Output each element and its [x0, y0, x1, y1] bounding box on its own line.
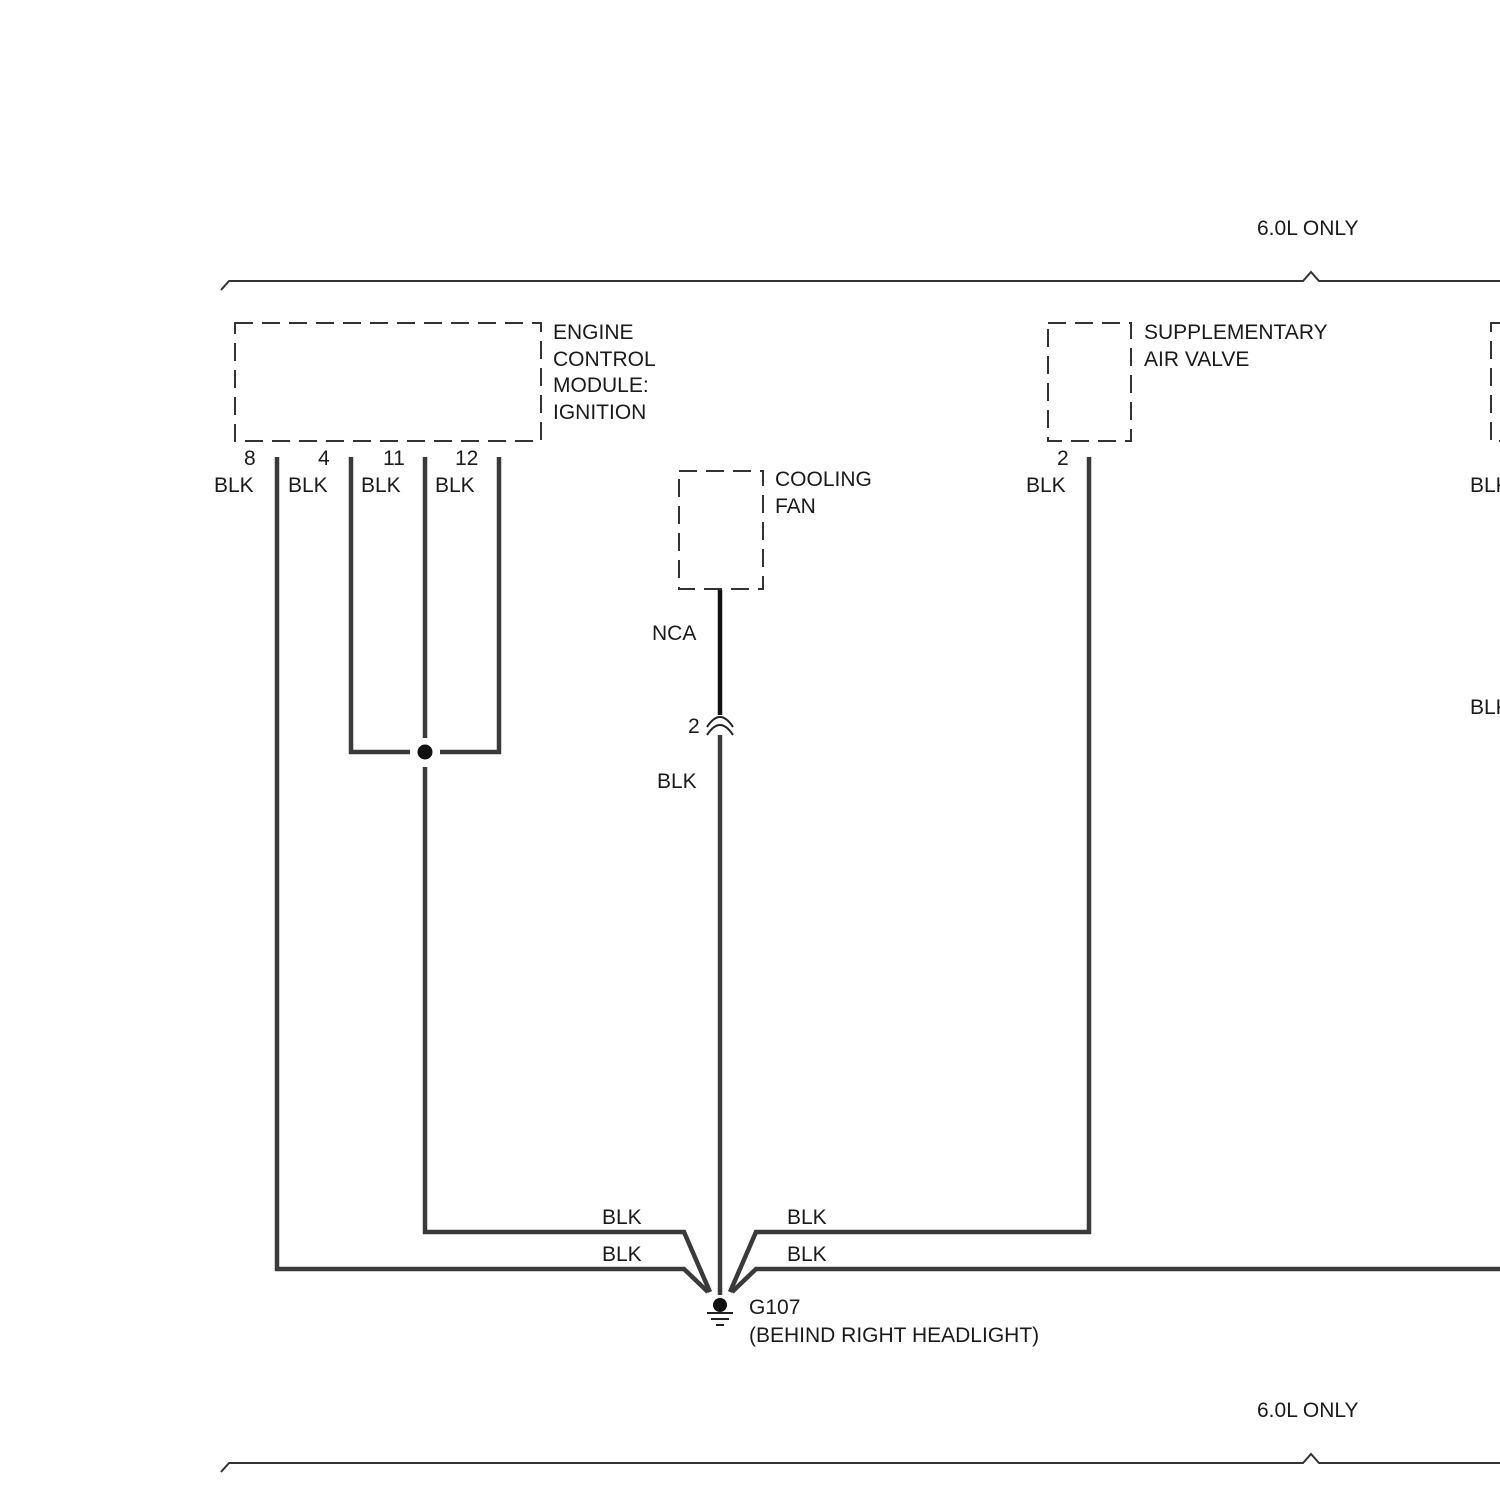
ecm-pin-12: 12 — [455, 447, 478, 470]
ecm-wire-4-color: BLK — [288, 474, 328, 497]
ground-right-upper-wire-color: BLK — [787, 1206, 827, 1229]
wire-offpage-to-ground — [732, 1269, 1500, 1292]
offpage-component-box-partial — [1491, 323, 1500, 441]
offpage-upper-wire-color: BLK — [1470, 474, 1500, 497]
ecm-pin-8: 8 — [244, 447, 256, 470]
inline-connector-symbol — [707, 717, 733, 735]
cooling-fan-upper-wire-color: NCA — [652, 622, 696, 645]
supplementary-air-valve-label: SUPPLEMENTARY AIR VALVE — [1144, 321, 1333, 371]
ecm-wire-8-color: BLK — [214, 474, 254, 497]
ground-icon — [707, 1298, 733, 1325]
cooling-fan-label-line-1: COOLING — [775, 468, 872, 491]
ground-id: G107 — [749, 1296, 800, 1319]
cooling-fan-label: COOLING FAN — [775, 468, 878, 518]
offpage-lower-wire-color: BLK — [1470, 696, 1500, 719]
wire-ecm-4 — [351, 457, 410, 752]
wire-ecm-12 — [440, 457, 499, 752]
cooling-fan-component-box — [679, 471, 763, 589]
wire-ecm-8-to-ground — [277, 457, 708, 1292]
ecm-pin-4: 4 — [318, 447, 330, 470]
supplementary-air-valve-label-line-2: AIR VALVE — [1144, 348, 1249, 371]
ecm-label-line-1: ENGINE — [553, 321, 634, 344]
ecm-label-line-4: IGNITION — [553, 401, 646, 424]
ecm-label-line-2: CONTROL — [553, 348, 655, 371]
supplementary-air-valve-pin-2: 2 — [1057, 447, 1069, 470]
ecm-component-box — [235, 323, 541, 441]
ecm-pin-11: 11 — [383, 447, 405, 470]
ground-location: (BEHIND RIGHT HEADLIGHT) — [749, 1324, 1039, 1347]
supplementary-air-valve-wire-color: BLK — [1026, 474, 1066, 497]
wire-splice-to-ground — [425, 767, 710, 1292]
ground-left-lower-wire-color: BLK — [602, 1243, 642, 1266]
wire-supplementary-air-valve-to-ground — [730, 457, 1089, 1292]
ecm-wire-11-color: BLK — [361, 474, 401, 497]
supplementary-air-valve-label-line-1: SUPPLEMENTARY — [1144, 321, 1328, 344]
ground-left-upper-wire-color: BLK — [602, 1206, 642, 1229]
ecm-label: ENGINE CONTROL MODULE: IGNITION — [553, 321, 661, 424]
inline-connector-pin: 2 — [688, 715, 700, 738]
bottom-bracket-label: 6.0L ONLY — [1257, 1399, 1359, 1422]
top-bracket-label: 6.0L ONLY — [1257, 217, 1359, 240]
cooling-fan-lower-wire-color: BLK — [657, 770, 697, 793]
ecm-label-line-3: MODULE: — [553, 374, 649, 397]
bottom-bracket — [221, 1454, 1500, 1472]
supplementary-air-valve-component-box — [1048, 323, 1131, 441]
ecm-wire-12-color: BLK — [435, 474, 475, 497]
ground-right-lower-wire-color: BLK — [787, 1243, 827, 1266]
cooling-fan-label-line-2: FAN — [775, 495, 816, 518]
top-bracket — [221, 272, 1500, 290]
splice-dot — [418, 745, 433, 760]
